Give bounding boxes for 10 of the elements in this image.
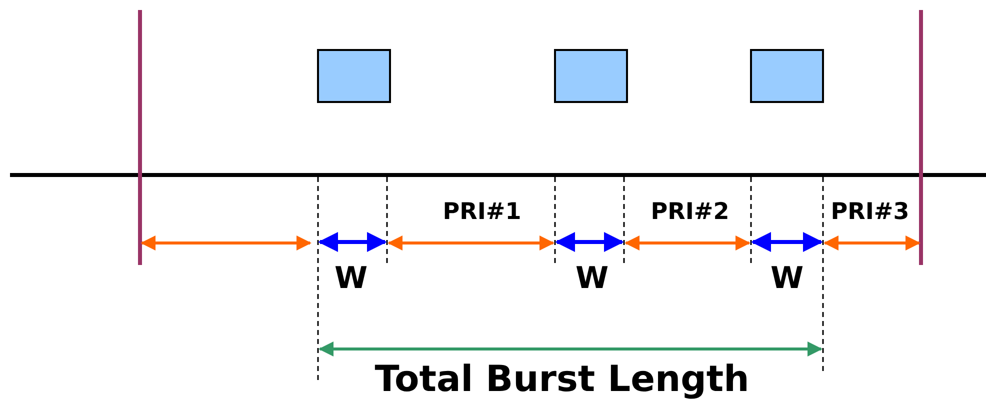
pulse-width-label: W (770, 264, 804, 294)
total-length-label: Total Burst Length (374, 362, 750, 398)
pulse-rect (750, 49, 824, 103)
interval-label: PRI#3 (830, 201, 910, 224)
pulse-width-label: W (334, 264, 368, 294)
pulse-width-label: W (575, 264, 609, 294)
pulse-rect (554, 49, 628, 103)
interval-label: PRI#1 (442, 201, 522, 224)
interval-label: PRI#2 (650, 201, 730, 224)
pulse-rect (317, 49, 391, 103)
